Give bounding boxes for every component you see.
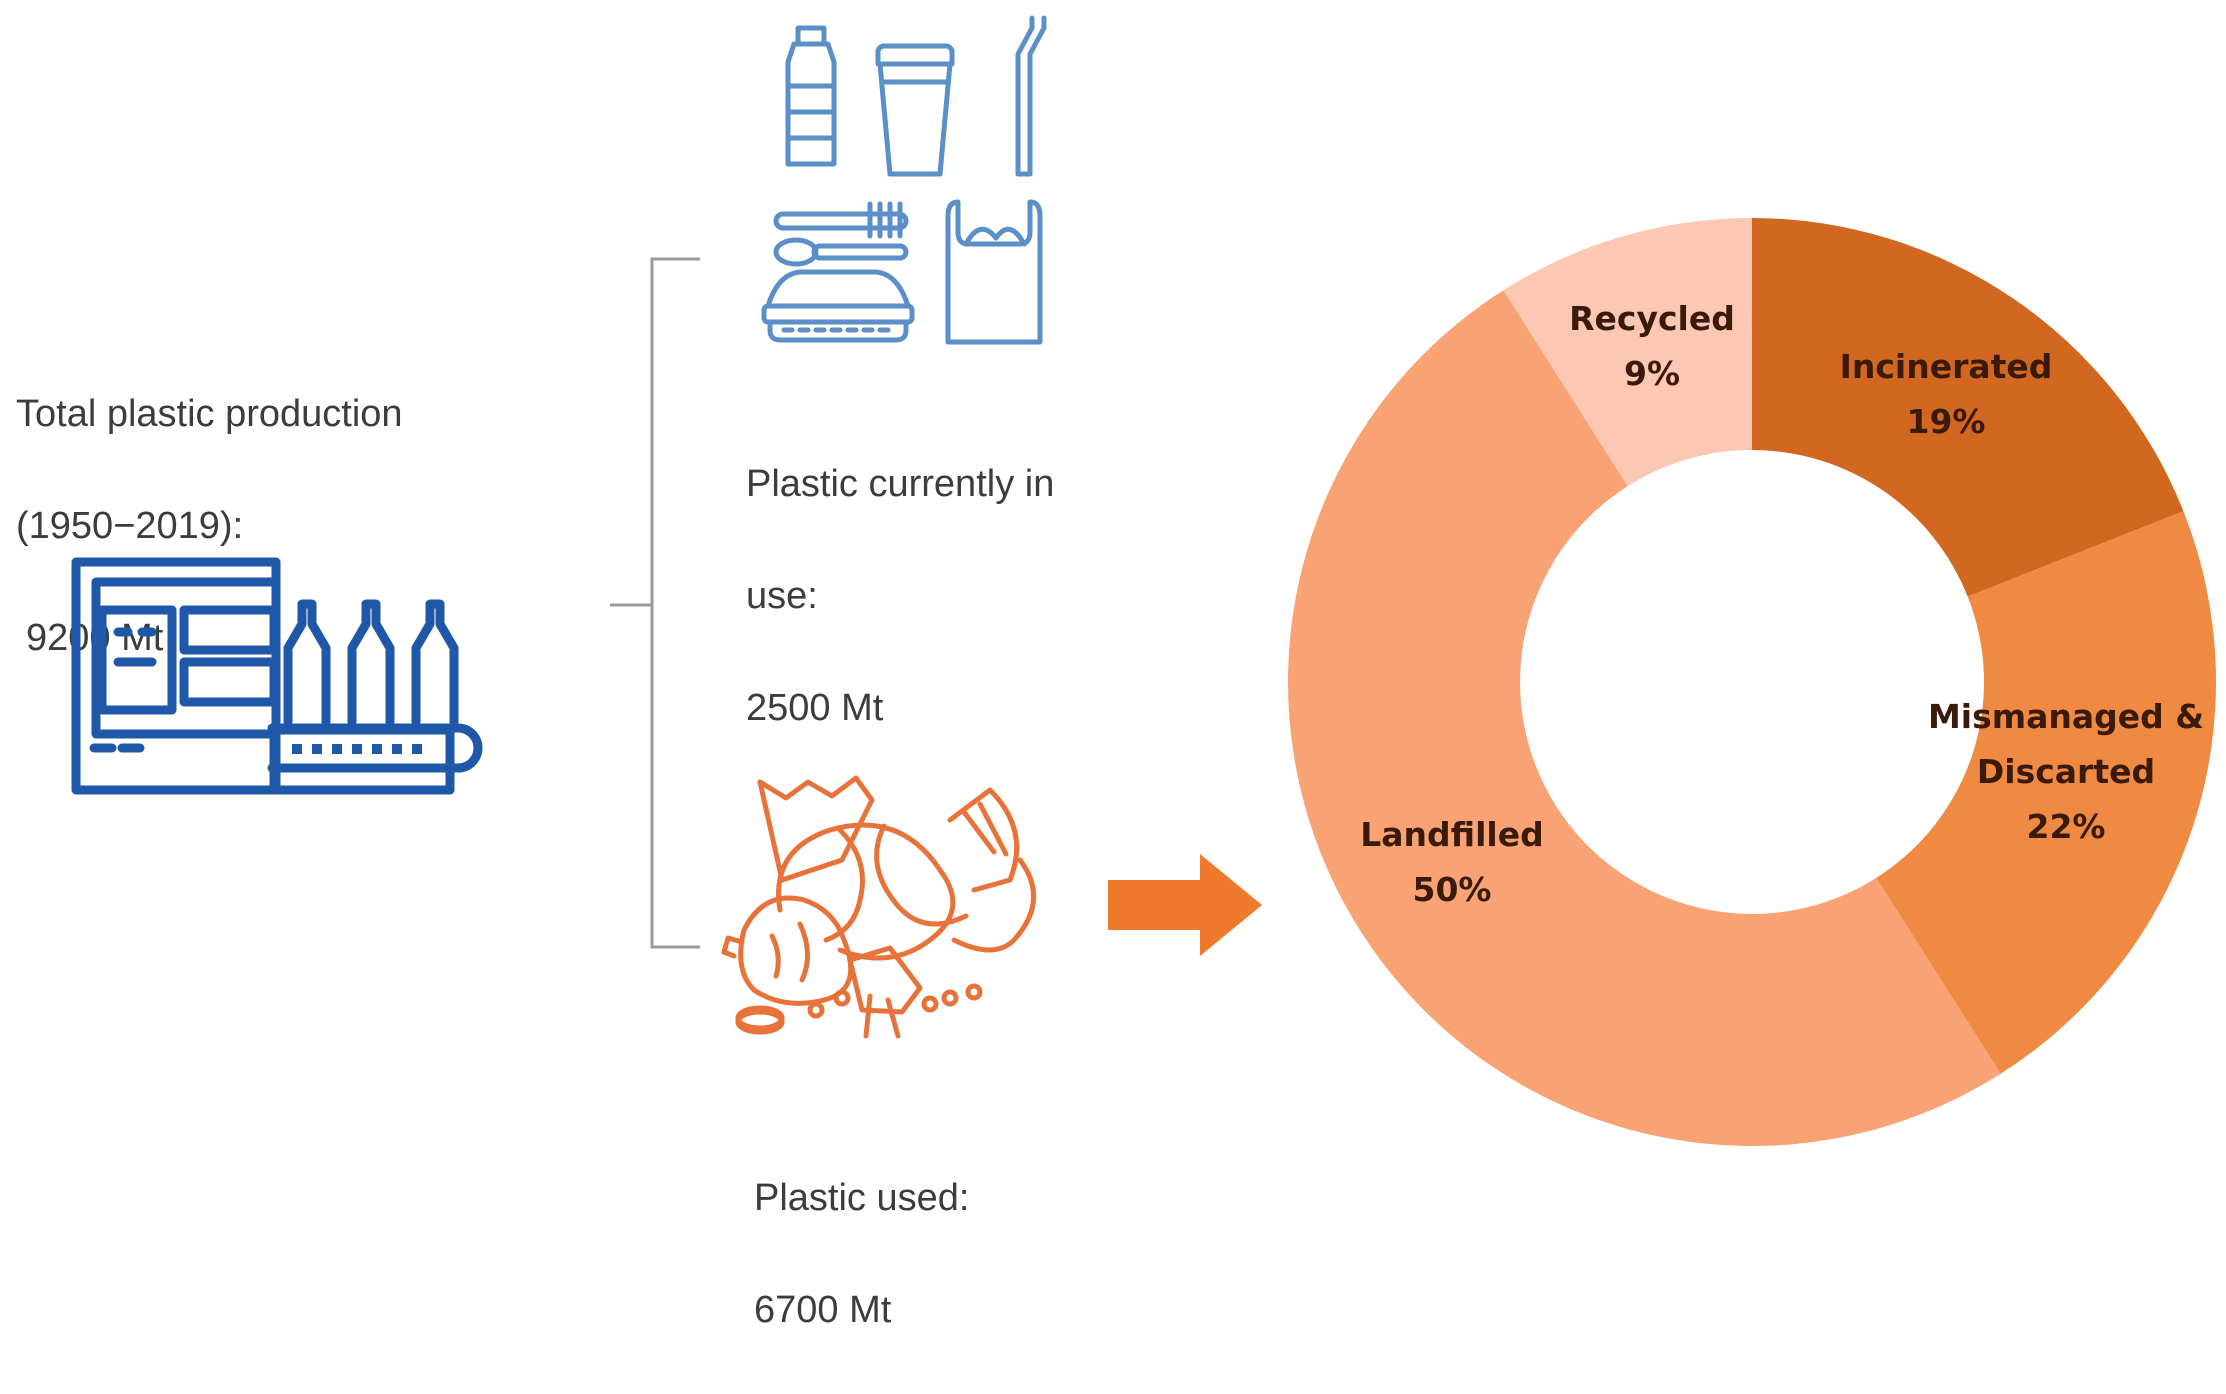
cutlery-icon: [773, 201, 909, 267]
bottle-icon: [785, 25, 837, 167]
in-use-title-line2: use:: [746, 575, 818, 617]
cup-icon: [875, 43, 955, 177]
donut-slice-recycled: [1503, 218, 1752, 487]
plastic-waste-pile-icon: [721, 775, 1036, 1039]
total-production-label: Total plastic production (1950−2019): 92…: [16, 330, 536, 722]
in-use-title-line1: Plastic currently in: [746, 463, 1055, 505]
branch-bracket: [610, 257, 700, 949]
donut-slices: [1288, 218, 2216, 1147]
factory-bottling-line-icon: [71, 557, 483, 795]
donut-slice-incinerated: [1752, 218, 2184, 597]
plastic-bag-icon: [945, 199, 1043, 345]
donut-slice-mismanaged-discarted: [1876, 511, 2216, 1074]
consumer-items-icon-group: [761, 15, 1047, 345]
used-value: 6700 Mt: [754, 1289, 892, 1331]
used-title: Plastic used:: [754, 1177, 970, 1219]
food-container-icon: [761, 269, 915, 343]
donut-slice-landfilled: [1288, 290, 2001, 1147]
total-production-period: (1950−2019):: [16, 505, 244, 547]
total-production-title: Total plastic production: [16, 393, 403, 435]
in-use-value: 2500 Mt: [746, 687, 884, 729]
straw-icon: [1015, 15, 1047, 177]
arrow-right-icon: [1108, 854, 1262, 956]
plastic-in-use-label: Plastic currently in use: 2500 Mt: [746, 400, 1126, 792]
